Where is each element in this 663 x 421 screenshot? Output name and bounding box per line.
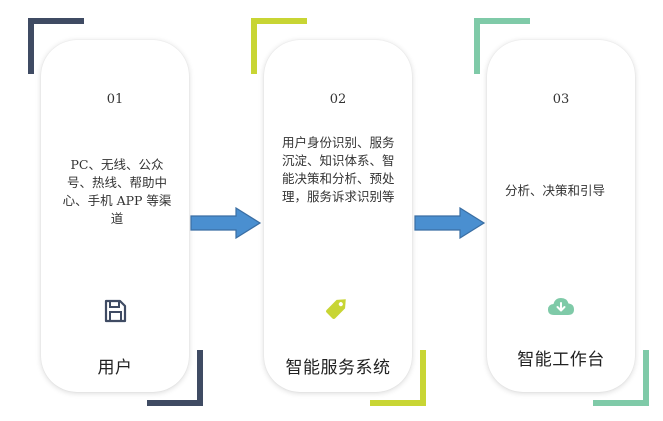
- step-card-workbench: 03 分析、决策和引导 智能工作台: [487, 40, 635, 392]
- step-title: 智能工作台: [517, 350, 605, 370]
- corner-accent: [147, 350, 203, 406]
- corner-accent: [474, 18, 530, 74]
- save-icon: [102, 298, 128, 328]
- step-number: 02: [329, 92, 347, 107]
- step-title: 智能服务系统: [285, 358, 391, 378]
- tag-icon: [323, 292, 353, 326]
- corner-accent: [28, 18, 84, 74]
- corner-accent: [251, 18, 307, 74]
- step-description: 分析、决策和引导: [505, 183, 606, 198]
- step-number: 01: [106, 92, 124, 107]
- step-title: 用户: [97, 358, 133, 378]
- step-card-smart-service: 02 用户身份识别、服务沉淀、知识体系、智能决策和分析、预处理，服务诉求识别等 …: [264, 40, 412, 392]
- arrow-right-icon: [190, 207, 262, 239]
- cloud-download-icon: [546, 295, 576, 321]
- corner-accent: [370, 350, 426, 406]
- step-description: PC、无线、公众号、热线、帮助中心、手机 APP 等渠道: [62, 157, 172, 226]
- corner-accent: [593, 350, 649, 406]
- arrow-right-icon: [414, 207, 486, 239]
- step-card-user: 01 PC、无线、公众号、热线、帮助中心、手机 APP 等渠道 用户: [41, 40, 189, 392]
- step-number: 03: [552, 92, 570, 107]
- step-description: 用户身份识别、服务沉淀、知识体系、智能决策和分析、预处理，服务诉求识别等: [282, 135, 395, 204]
